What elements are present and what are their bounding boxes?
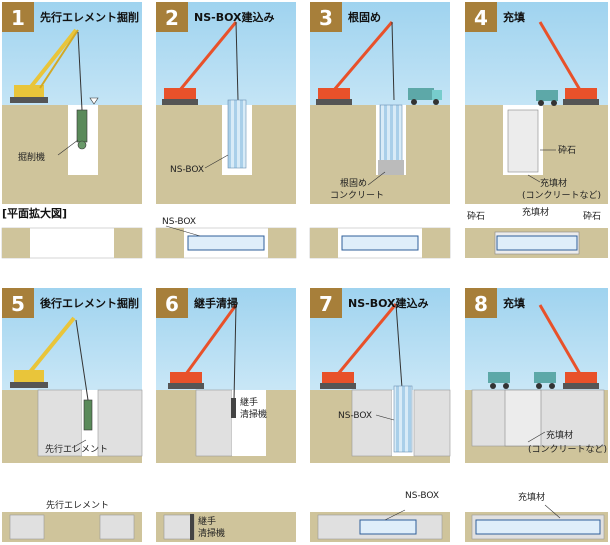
step-title: 根固め — [348, 10, 381, 24]
label-root: 根固め — [340, 177, 367, 189]
step-title: 充填 — [503, 10, 525, 24]
step-badge — [310, 288, 342, 318]
step-badge — [465, 2, 497, 32]
panel-step-3: 根固め コンクリート 3 根固め — [310, 2, 450, 204]
plan-5: 先行エレメント — [2, 499, 142, 542]
mixer-truck-icon — [488, 372, 556, 389]
label-fill-material: 充填材 — [546, 429, 573, 441]
label-ns-box: NS-BOX — [170, 165, 204, 175]
step-badge — [2, 288, 34, 318]
panel-step-6: 継手 清掃機 6 継手清掃 — [156, 288, 296, 463]
label-fill-note: (コンクリートなど) — [528, 444, 607, 455]
ns-box-element — [227, 99, 247, 169]
panel-step-2: NS-BOX 2 NS-BOX建込み — [156, 2, 296, 204]
crawler-crane — [320, 303, 403, 389]
step-title: 後行エレメント掘削 — [40, 296, 139, 310]
fill-material — [507, 109, 539, 173]
plan-label-fill: 充填材 — [522, 206, 549, 218]
step-badge — [465, 288, 497, 318]
panel-step-8: 充填材 (コンクリートなど) 8 充填 — [465, 288, 608, 463]
step-number: 2 — [165, 6, 179, 30]
plan-8: 充填材 — [465, 491, 608, 542]
label-ns-box: NS-BOX — [338, 411, 372, 421]
plan-2: NS-BOX — [155, 217, 297, 259]
step-badge — [2, 2, 34, 32]
step-number: 6 — [165, 292, 179, 316]
plan-label-joint: 継手 — [198, 515, 216, 527]
panel-step-1: 掘削機 1 先行エレメント掘削 — [2, 2, 142, 204]
plan-label-preceding: 先行エレメント — [46, 499, 109, 511]
plan-1 — [1, 227, 143, 259]
digging-machine-icon — [76, 109, 88, 150]
step-number: 4 — [474, 6, 488, 30]
step-title: NS-BOX建込み — [348, 296, 429, 310]
plan-3 — [309, 227, 451, 259]
step-title: NS-BOX建込み — [194, 10, 275, 24]
step-badge — [310, 2, 342, 32]
plan-6: 継手 清掃機 — [156, 512, 296, 542]
mixer-truck-icon — [536, 90, 558, 106]
plan-7: NS-BOX — [310, 491, 450, 542]
plan-4: 砕石 充填材 砕石 — [465, 206, 608, 258]
crawler-crane — [168, 304, 238, 401]
label-cleaner: 清掃機 — [240, 408, 267, 420]
label-crushed-stone: 砕石 — [558, 144, 576, 156]
label-concrete: コンクリート — [330, 190, 384, 201]
crawler-crane — [538, 21, 599, 105]
root-concrete — [378, 160, 404, 175]
plan-label-stone-right: 砕石 — [583, 210, 601, 222]
label-preceding-element: 先行エレメント — [45, 443, 108, 455]
step-number: 7 — [319, 292, 333, 316]
ns-box-element — [393, 385, 413, 453]
excavator-crane — [10, 316, 89, 401]
crawler-crane — [538, 304, 599, 389]
digging-machine-icon — [83, 399, 93, 431]
step-title: 継手清掃 — [194, 296, 238, 310]
step-number: 1 — [11, 6, 25, 30]
crawler-crane — [316, 21, 395, 105]
plan-label-stone-left: 砕石 — [467, 210, 485, 222]
step-badge — [156, 2, 188, 32]
plan-label-ns-box: NS-BOX — [162, 217, 196, 227]
step-title: 充填 — [503, 296, 525, 310]
label-fill-note: (コンクリートなど) — [522, 190, 601, 201]
label-fill-material: 充填材 — [540, 177, 567, 189]
excavator-crane — [10, 28, 83, 111]
panel-step-5: 先行エレメント 5 後行エレメント掘削 — [2, 288, 143, 463]
label-digging-machine: 掘削機 — [18, 151, 45, 163]
plan-label-cleaner: 清掃機 — [198, 527, 225, 539]
step-number: 5 — [11, 292, 25, 316]
plan-label-ns-box: NS-BOX — [405, 491, 439, 501]
step-number: 3 — [319, 6, 333, 30]
panel-step-4: 砕石 充填材 (コンクリートなど) 4 充填 — [465, 2, 608, 204]
label-joint: 継手 — [240, 396, 258, 408]
plan-heading: [平面拡大図] — [2, 206, 67, 220]
fill-material — [504, 389, 542, 447]
step-number: 8 — [474, 292, 488, 316]
panel-step-7: NS-BOX 7 NS-BOX建込み — [310, 288, 451, 463]
step-title: 先行エレメント掘削 — [40, 10, 139, 24]
mixer-truck-icon — [408, 88, 442, 105]
joint-cleaner-icon — [231, 398, 236, 418]
crawler-crane — [162, 21, 239, 105]
step-badge — [156, 288, 188, 318]
plan-label-fill: 充填材 — [518, 491, 545, 503]
